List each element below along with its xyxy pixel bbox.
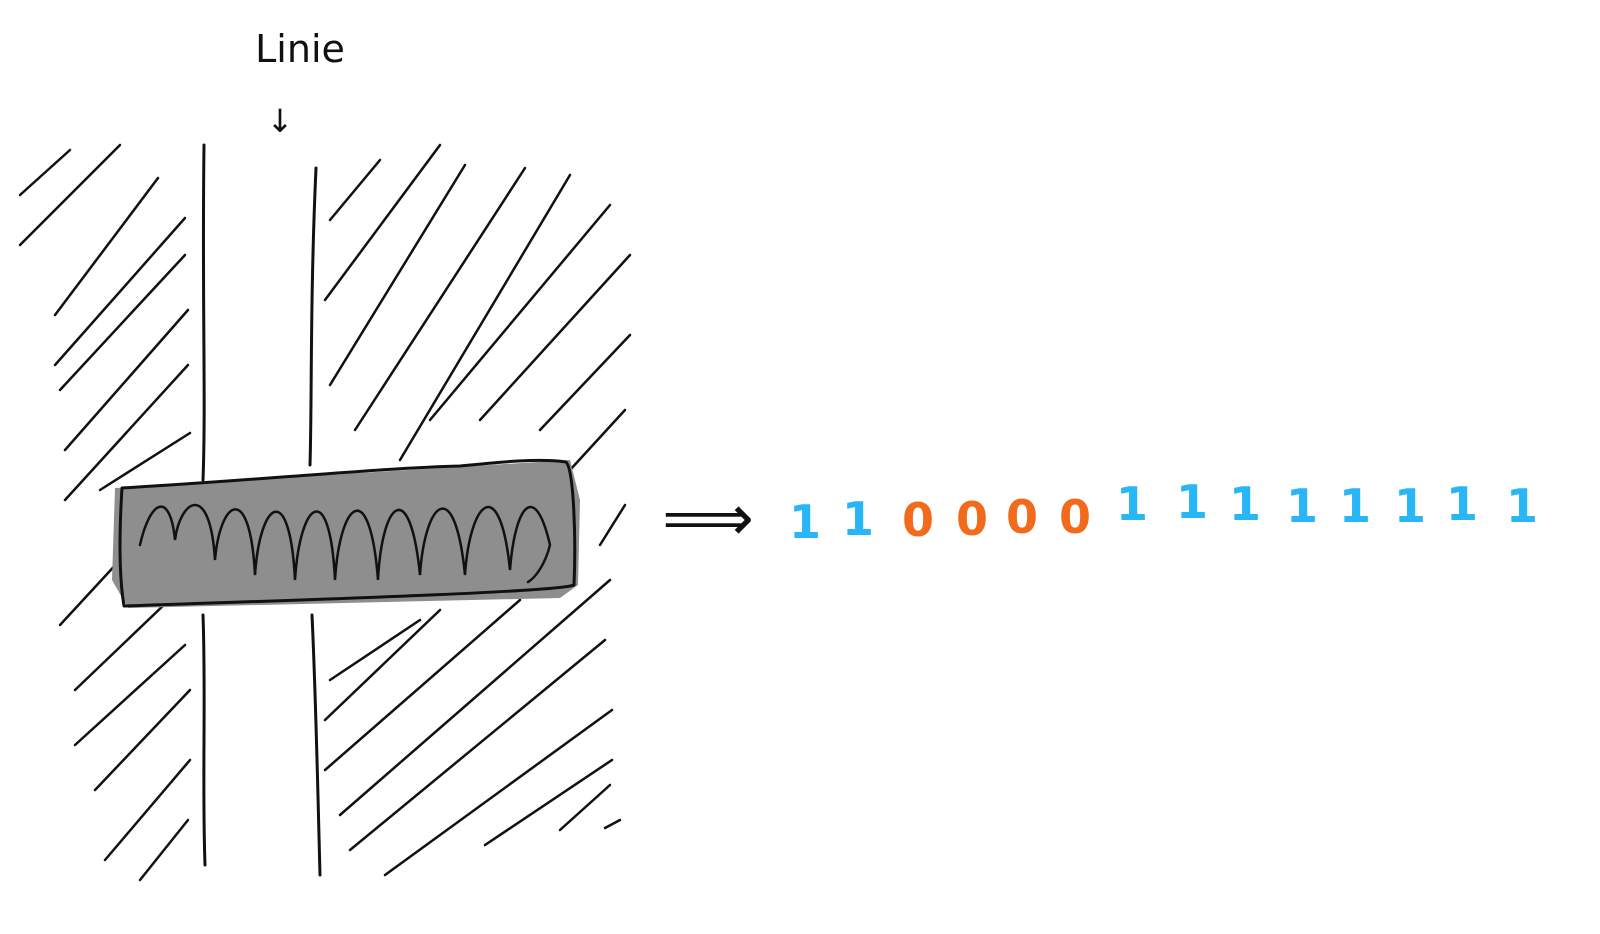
background-hatching [18, 143, 632, 882]
line-label-arrow: ↓ [267, 102, 294, 140]
bit-2: 0 [902, 493, 934, 547]
bit-11: 1 [1394, 479, 1426, 533]
sensor-bar [112, 458, 580, 608]
bit-0: 1 [789, 495, 821, 549]
result-arrow: ⟹ [662, 482, 754, 556]
bit-7: 1 [1176, 475, 1208, 529]
bit-1: 1 [842, 492, 874, 546]
bit-3: 0 [956, 492, 988, 546]
line-label: Linie [255, 27, 345, 71]
bit-6: 1 [1116, 477, 1148, 531]
bit-4: 0 [1006, 490, 1038, 544]
bit-9: 1 [1286, 479, 1318, 533]
bit-5: 0 [1059, 490, 1091, 544]
bit-8: 1 [1229, 477, 1261, 531]
line-track [201, 143, 322, 877]
bit-13: 1 [1506, 479, 1538, 533]
bit-10: 1 [1339, 479, 1371, 533]
bit-12: 1 [1446, 477, 1478, 531]
